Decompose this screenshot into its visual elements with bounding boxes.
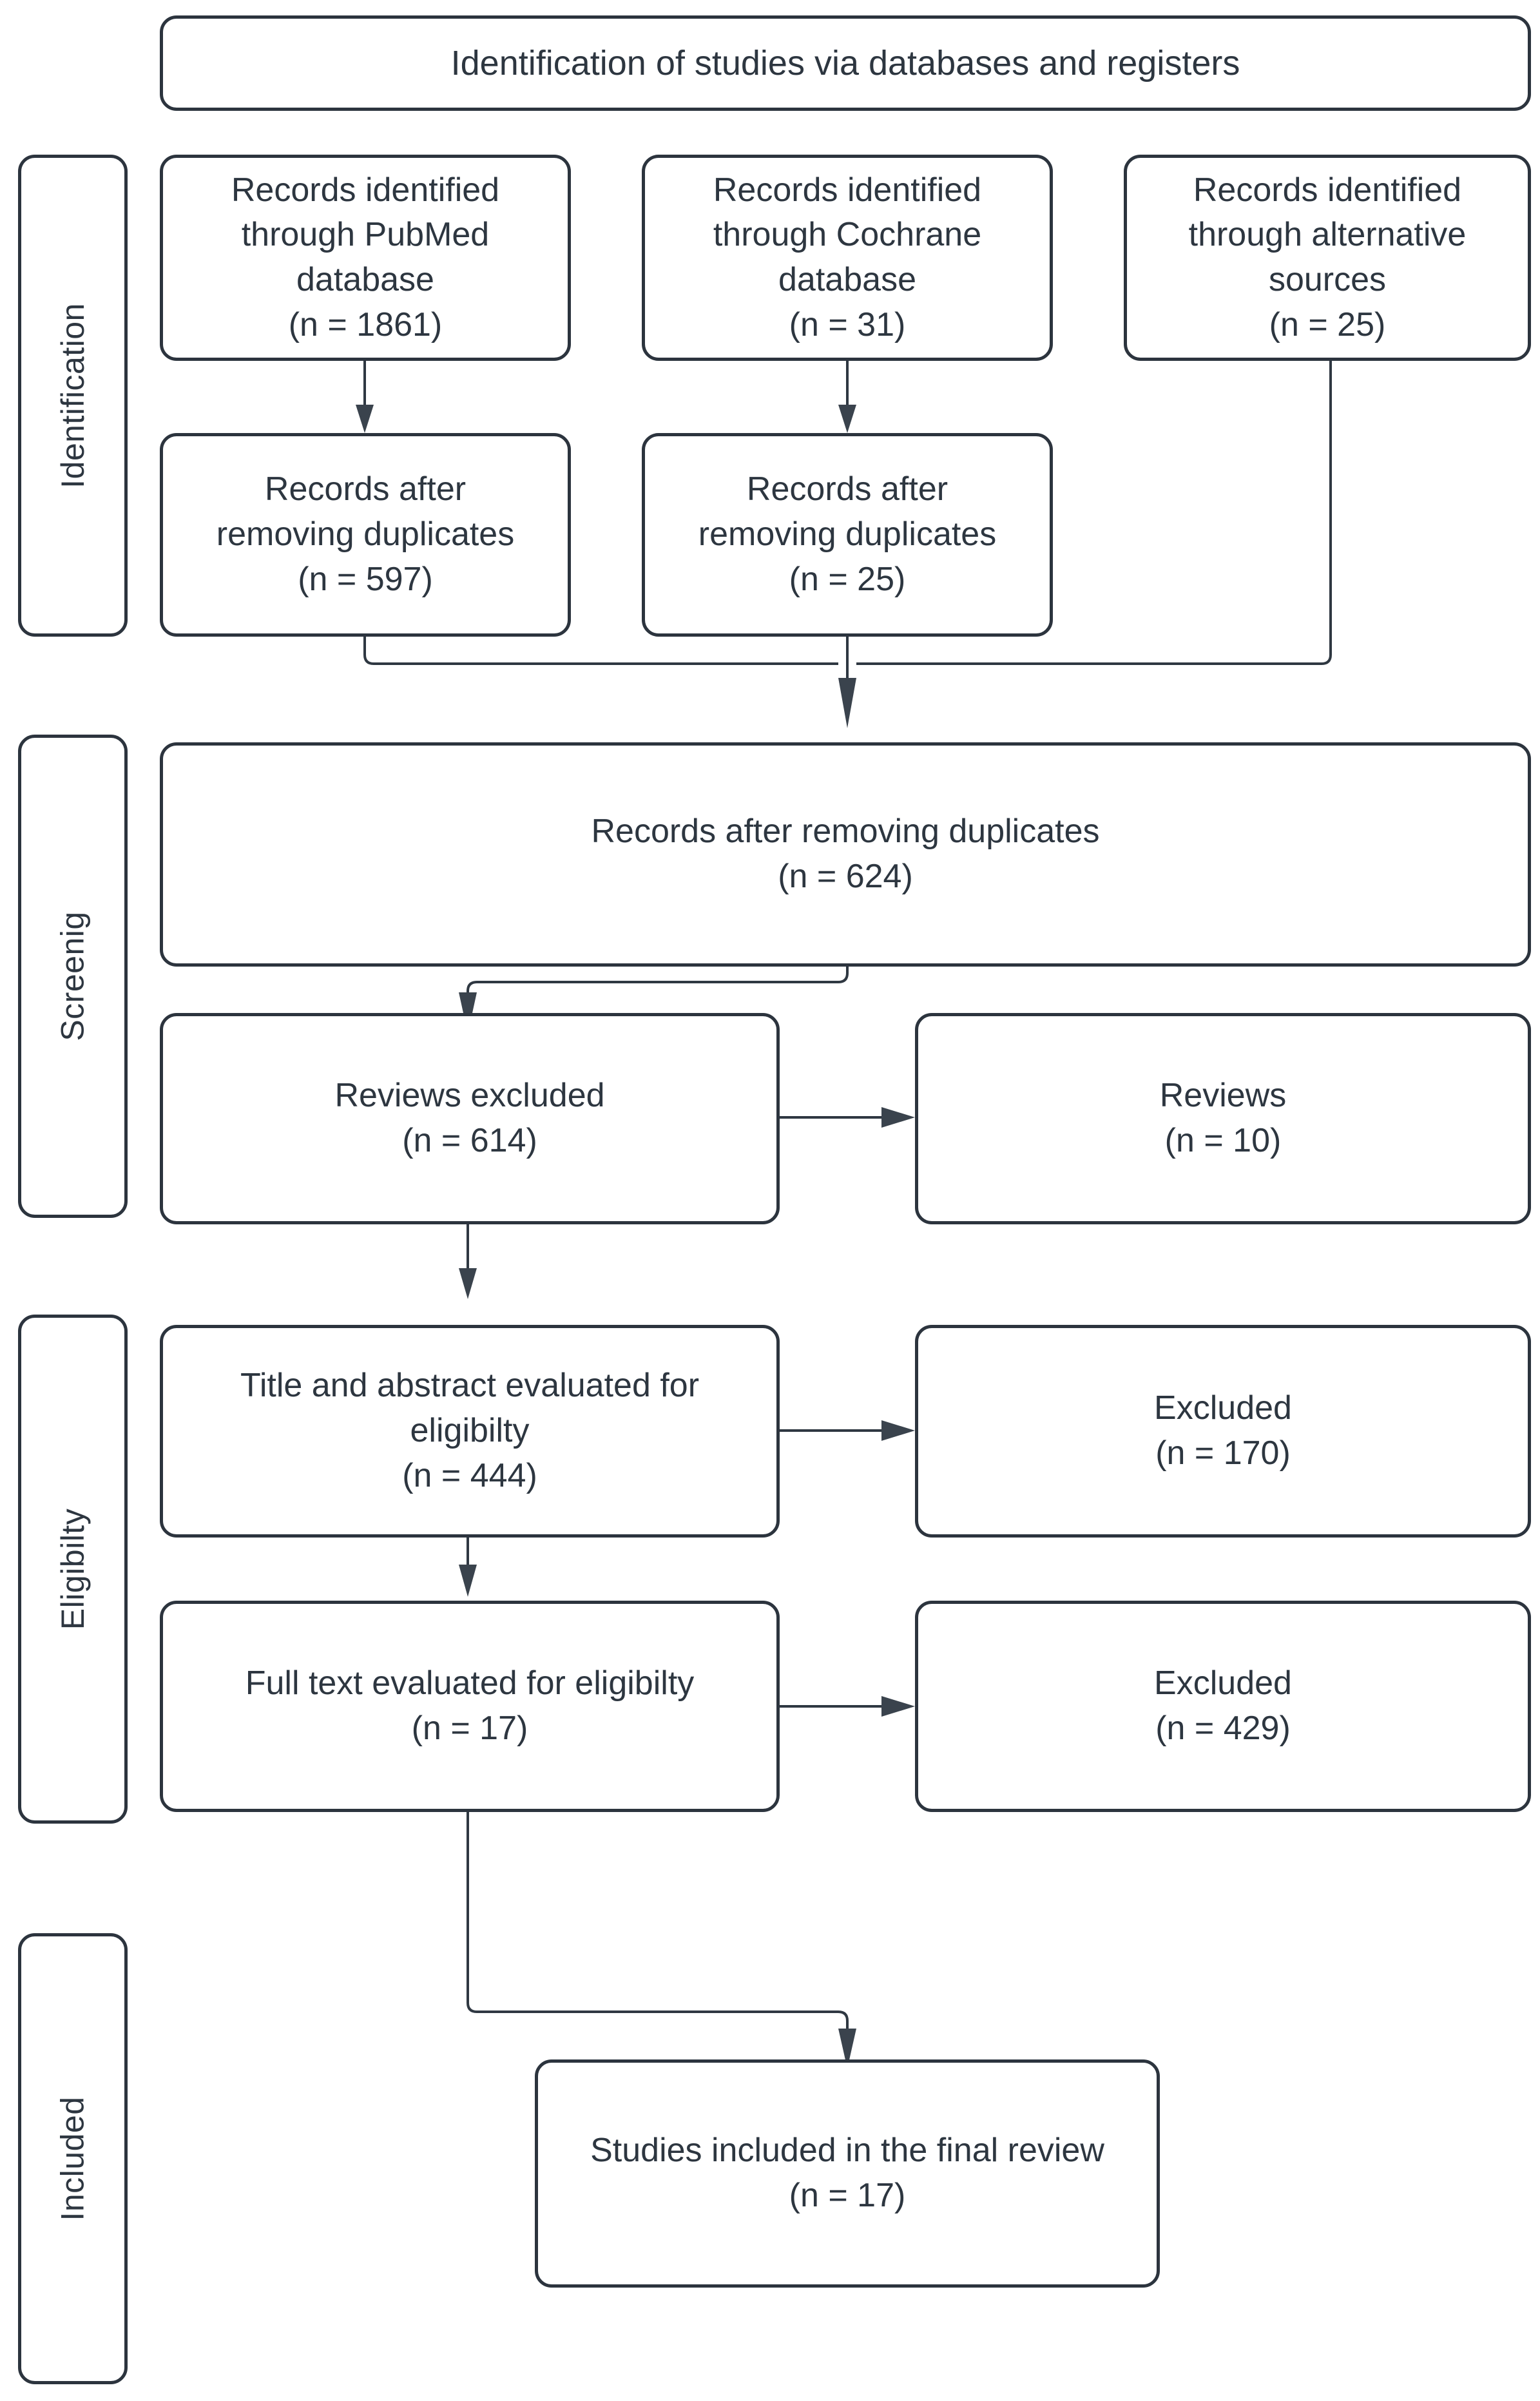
- node-records-alternative: Records identified through alternative s…: [1124, 155, 1531, 361]
- connector-reviews-excluded-to-reviews: [780, 1107, 915, 1128]
- node-excluded-title-abstract: Excluded (n = 170): [915, 1325, 1531, 1538]
- node-reviews-excluded-label: Reviews excluded (n = 614): [334, 1077, 605, 1159]
- node-reviews-excluded: Reviews excluded (n = 614): [160, 1013, 780, 1224]
- stage-label-screening-text: Screenig: [55, 911, 91, 1041]
- node-reviews-label: Reviews (n = 10): [1159, 1077, 1287, 1159]
- node-dedup-pubmed: Records after removing duplicates (n = 5…: [160, 433, 571, 637]
- node-title-abstract: Title and abstract evaluated for eligibi…: [160, 1325, 780, 1538]
- stage-label-included: Included: [18, 1933, 128, 2384]
- diagram-header: Identification of studies via databases …: [160, 15, 1531, 111]
- node-studies-included-label: Studies included in the final review (n …: [590, 2132, 1104, 2214]
- connector-full-text-to-final: [467, 1812, 856, 2068]
- connector-title-abstract-to-excluded: [780, 1420, 915, 1441]
- node-records-cochrane-label: Records identified through Cochrane data…: [713, 171, 982, 343]
- stage-label-identification-text: Identification: [55, 303, 91, 488]
- node-excluded-full-text: Excluded (n = 429): [915, 1601, 1531, 1812]
- diagram-header-label: Identification of studies via databases …: [450, 43, 1240, 82]
- node-dedup-cochrane: Records after removing duplicates (n = 2…: [642, 433, 1053, 637]
- node-dedup-pubmed-label: Records after removing duplicates (n = 5…: [216, 470, 515, 598]
- node-full-text-label: Full text evaluated for eligibilty (n = …: [245, 1664, 695, 1747]
- node-records-pubmed: Records identified through PubMed databa…: [160, 155, 571, 361]
- node-dedup-cochrane-label: Records after removing duplicates (n = 2…: [698, 470, 997, 598]
- stage-label-screening: Screenig: [18, 735, 128, 1218]
- stage-label-included-text: Included: [55, 2096, 91, 2221]
- connector-reviews-excluded-to-title-abstract: [459, 1224, 477, 1299]
- stage-label-identification: Identification: [18, 155, 128, 637]
- node-title-abstract-label: Title and abstract evaluated for eligibi…: [240, 1367, 700, 1494]
- node-dedup-all: Records after removing duplicates (n = 6…: [160, 742, 1531, 967]
- stage-label-eligibility: Eligibilty: [18, 1315, 128, 1824]
- node-excluded-title-abstract-label: Excluded (n = 170): [1154, 1389, 1292, 1472]
- node-dedup-all-label: Records after removing duplicates (n = 6…: [591, 813, 1100, 895]
- connector-pubmed-to-dedup: [356, 361, 374, 433]
- node-excluded-full-text-label: Excluded (n = 429): [1154, 1664, 1292, 1747]
- connector-cochrane-to-dedup: [838, 361, 856, 433]
- connector-full-text-to-excluded: [780, 1696, 915, 1717]
- node-records-alternative-label: Records identified through alternative s…: [1188, 171, 1467, 343]
- node-studies-included: Studies included in the final review (n …: [535, 2059, 1160, 2288]
- node-reviews: Reviews (n = 10): [915, 1013, 1531, 1224]
- connector-title-abstract-to-full-text: [459, 1537, 477, 1597]
- node-records-pubmed-label: Records identified through PubMed databa…: [231, 171, 500, 343]
- node-full-text: Full text evaluated for eligibilty (n = …: [160, 1601, 780, 1812]
- node-records-cochrane: Records identified through Cochrane data…: [642, 155, 1053, 361]
- stage-label-eligibility-text: Eligibilty: [55, 1508, 91, 1630]
